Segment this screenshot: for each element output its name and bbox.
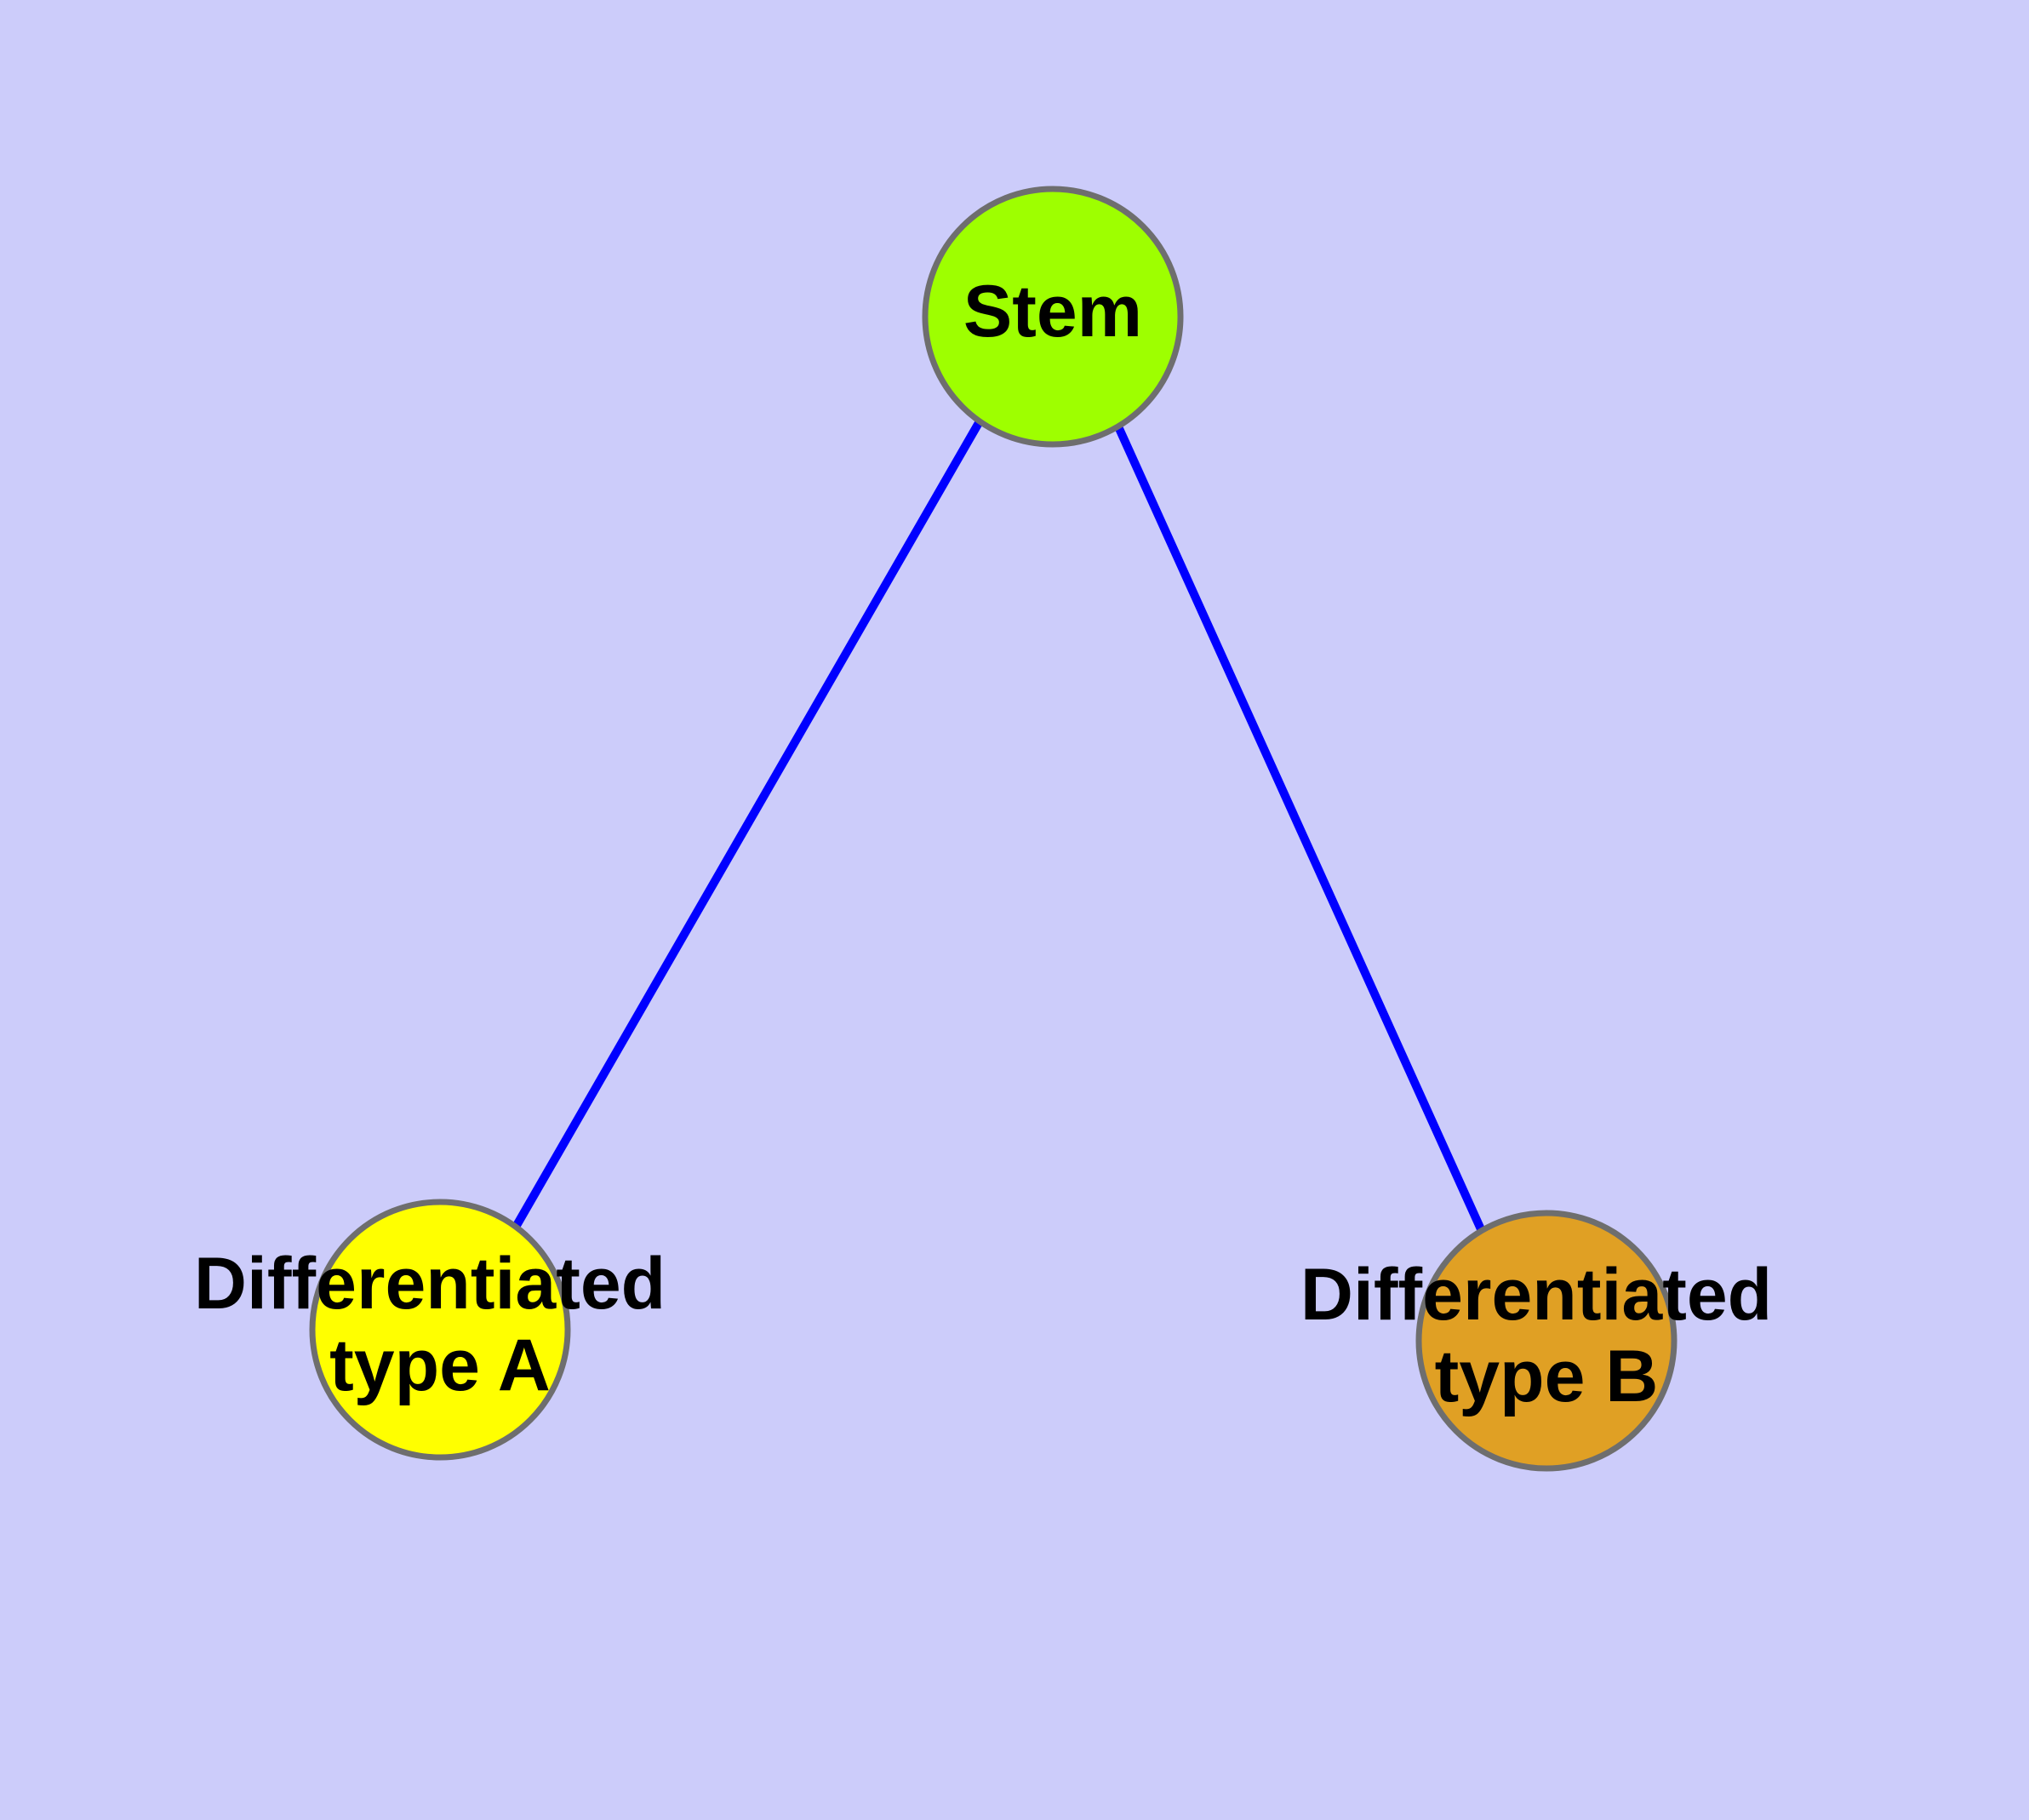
node-stem[interactable]: Stem — [922, 186, 1184, 448]
node-differentiated-type-b-label: Differentiated type B — [1300, 1254, 1792, 1417]
node-stem-circle[interactable] — [922, 186, 1184, 448]
node-differentiated-type-a-label-line-1: Differentiated — [194, 1243, 666, 1325]
edge-stem-to-differentiated-type-b[interactable] — [1113, 422, 1485, 1232]
node-layer: Stem Differentiated type A Differentiate… — [194, 186, 1792, 1472]
node-differentiated-type-b-circle[interactable] — [1415, 1210, 1677, 1472]
node-stem-label: Stem — [963, 271, 1142, 352]
node-differentiated-type-a-label-line-2: type A — [329, 1325, 551, 1406]
node-differentiated-type-b-label-line-2: type B — [1435, 1336, 1659, 1417]
node-differentiated-type-b[interactable]: Differentiated type B — [1300, 1210, 1792, 1472]
node-differentiated-type-b-label-line-1: Differentiated — [1300, 1254, 1772, 1336]
node-differentiated-type-a-circle[interactable] — [309, 1199, 571, 1461]
edge-layer — [511, 419, 1485, 1232]
node-differentiated-type-a[interactable]: Differentiated type A — [194, 1199, 686, 1461]
node-stem-label-line-1: Stem — [963, 271, 1142, 352]
edge-stem-to-differentiated-type-a[interactable] — [511, 419, 984, 1231]
node-differentiated-type-a-label: Differentiated type A — [194, 1243, 686, 1406]
